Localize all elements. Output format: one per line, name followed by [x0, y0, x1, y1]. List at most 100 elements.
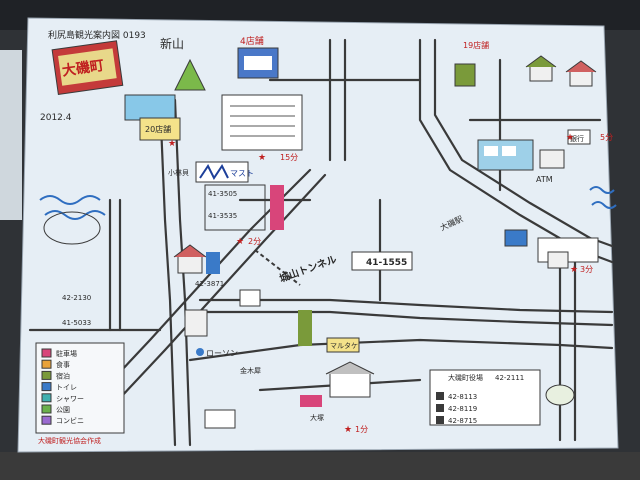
legend-item-label: コンビニ — [56, 416, 84, 425]
mountain-peak — [174, 58, 206, 91]
legend-item-label: 宿泊 — [56, 371, 70, 380]
road-lower — [188, 338, 614, 362]
house-roof — [173, 244, 207, 258]
tr-house-1 — [529, 64, 553, 82]
header-title: 大磯町 — [61, 57, 105, 80]
tunnel-path — [254, 249, 301, 286]
kinmokuji-label: 金木犀 — [240, 366, 261, 375]
time-5min: 5分 — [600, 133, 613, 142]
marutake-shop — [351, 251, 413, 271]
shop-sign-20 — [139, 117, 181, 141]
header-date: 2012.4 — [40, 113, 72, 123]
town-center-cluster — [477, 129, 591, 171]
shop-diag-frame — [239, 289, 261, 307]
bank-label: 銀行 — [570, 134, 584, 143]
legend-swatch — [41, 415, 52, 425]
mast-tag-strip — [270, 185, 284, 230]
marutake-box — [326, 337, 360, 353]
lawson-label: ローソン — [206, 349, 238, 358]
island-outline — [43, 211, 101, 245]
ocean-waves-icon — [39, 195, 106, 245]
header-line: 利尻島観光案内図 0193 — [48, 29, 146, 41]
star-icon: ★ — [566, 133, 574, 143]
bottom-shop-2-roof — [325, 361, 375, 375]
coast-waves-icon — [589, 186, 617, 209]
store-19-label: 19店舗 — [463, 40, 489, 50]
shop-roof-1 — [124, 94, 176, 121]
shop-store-4 — [237, 47, 279, 79]
right-shops-mid — [504, 229, 599, 269]
store-19-tag — [454, 63, 476, 87]
legend-item-label: トイレ — [56, 384, 77, 392]
marutake-frame — [351, 251, 413, 271]
legend-swatch — [41, 359, 52, 369]
houses-top-right — [525, 55, 597, 87]
shop-store-19 — [454, 63, 476, 87]
title-banner — [51, 40, 124, 95]
lawson-store — [196, 348, 204, 356]
legend-swatch — [41, 393, 52, 403]
road-mid-horizontal — [198, 298, 614, 314]
marutake-label: マルタケ — [330, 341, 358, 350]
town-office-box — [429, 369, 541, 426]
shop-diagonal-1 — [239, 289, 312, 346]
legend-swatch — [41, 348, 52, 358]
kobayashi-frame — [184, 309, 208, 337]
legend-swatch — [41, 370, 52, 380]
store-4-label: 4店舗 — [240, 35, 264, 47]
legend-item-label: 食事 — [56, 360, 70, 369]
phone-8: 42-8715 — [448, 417, 477, 425]
phone-main: 41-1555 — [366, 258, 407, 268]
bottom-shop-1 — [204, 409, 236, 429]
otsuka-label: 大塚 — [310, 413, 324, 422]
wave-1 — [39, 195, 101, 205]
tr-house-1-roof — [525, 55, 557, 68]
lawson-dot — [196, 348, 204, 356]
phone-2: 42-3871 — [195, 280, 224, 288]
title-flag-inner — [58, 48, 117, 86]
time-1min: 1分 — [355, 425, 368, 434]
atm-label: ATM — [536, 175, 553, 184]
right-house — [547, 251, 569, 269]
mast-sign — [195, 161, 249, 183]
shop-list-frame — [221, 94, 303, 151]
left-sticker — [0, 50, 22, 220]
phone-4: 41-5033 — [62, 319, 91, 327]
tc-side-building — [539, 149, 565, 169]
phone-5: 41-3535 — [208, 212, 237, 220]
star-icon: ★ — [258, 153, 266, 163]
wave-2 — [44, 210, 106, 220]
time-15min: 15分 — [280, 153, 298, 162]
house-tag — [206, 252, 220, 274]
star-icon: ★ — [344, 425, 352, 435]
star-icon: ★ — [236, 237, 244, 247]
office-bullet-3 — [436, 416, 444, 424]
right-mid-tag — [504, 229, 528, 247]
phone-7: 42-8119 — [448, 405, 477, 413]
shinzan-label: 新山 — [160, 36, 184, 51]
mast-logo-icon — [199, 164, 229, 180]
coast-wave-1 — [589, 186, 615, 194]
mascot-icon — [545, 384, 575, 406]
tc-window-2 — [502, 146, 516, 156]
tc-window-1 — [484, 146, 498, 156]
bottom-shop-2 — [329, 371, 371, 398]
town-office-label: 大磯町役場 — [448, 373, 483, 382]
kobayashi-label: 小林貝 — [168, 168, 189, 177]
shop-list-block — [221, 94, 303, 151]
phone-6: 42-8113 — [448, 393, 477, 401]
shop-illustration-topleft — [124, 94, 181, 141]
mast-label: マスト — [230, 169, 254, 178]
mountain-icon — [174, 58, 206, 91]
store-20-label: 20店舗 — [145, 124, 171, 134]
legend-item-label: 駐車場 — [56, 349, 77, 358]
legend-item-label: シャワー — [56, 395, 84, 403]
town-office-frame — [429, 369, 541, 426]
shop-bottom-center — [204, 361, 375, 429]
star-icon: ★ — [168, 139, 176, 149]
shop-house-left — [173, 244, 220, 274]
tc-sign — [567, 129, 591, 145]
time-2min: 2分 — [248, 237, 261, 246]
